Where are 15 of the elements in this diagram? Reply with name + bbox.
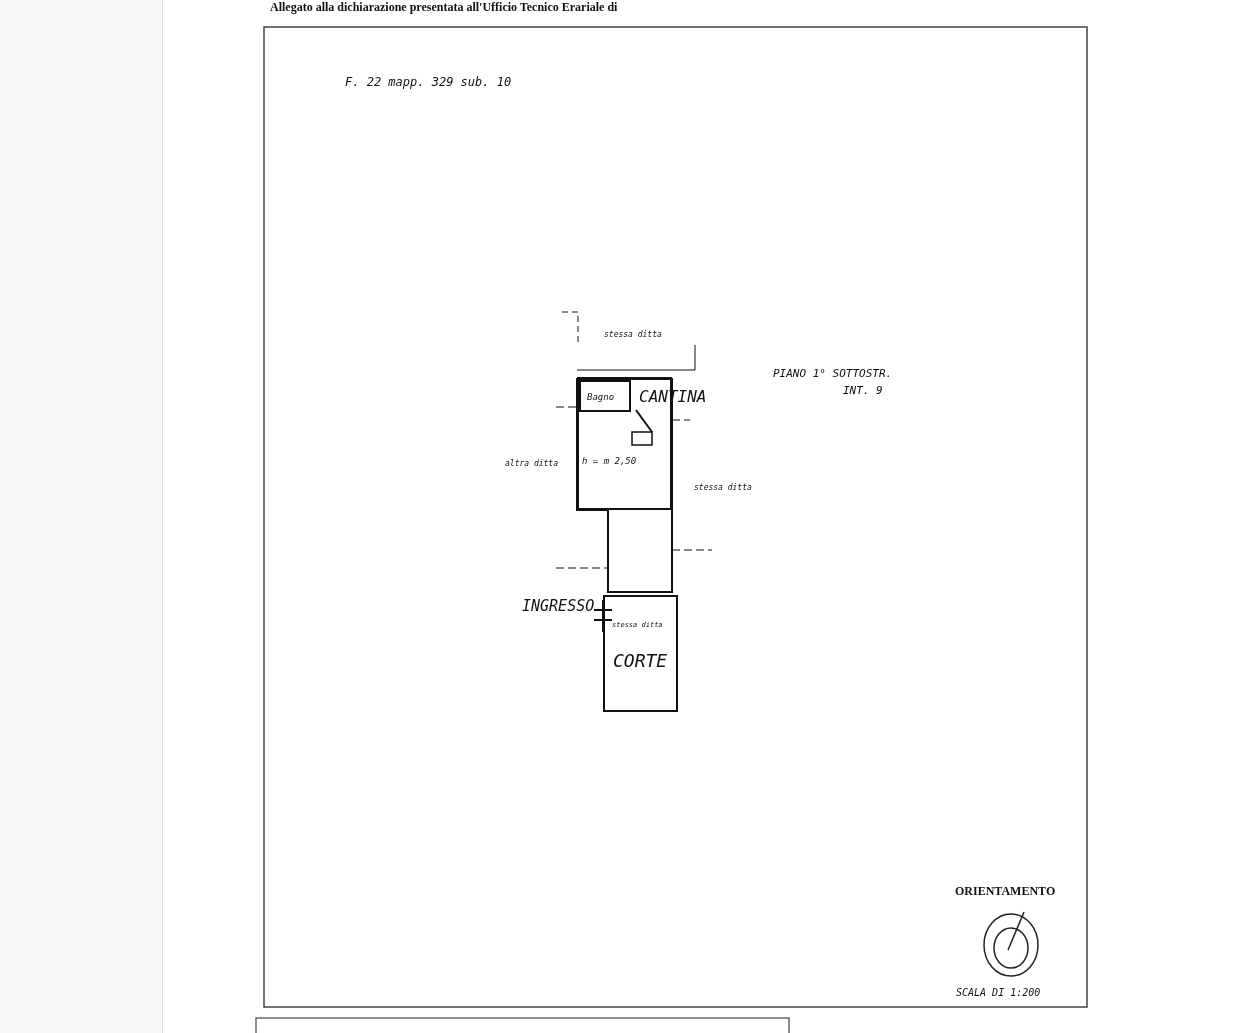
entrance-label: INGRESSO xyxy=(522,598,595,616)
bathroom-room xyxy=(579,380,631,412)
courtyard-area xyxy=(603,595,678,712)
orientation-title: ORIENTAMENTO xyxy=(955,885,1056,899)
height-note: h = m 2,50 xyxy=(582,456,637,467)
neighbour-note: altra ditta xyxy=(505,459,558,469)
room-label: CORTE xyxy=(613,651,668,672)
scale-note: SCALA DI 1:200 xyxy=(956,987,1041,999)
neighbour-note: stessa ditta xyxy=(604,330,662,340)
floor-label: PIANO 1° SOTTOSTR. xyxy=(773,368,893,381)
room-label: Bagno xyxy=(587,392,615,403)
header-text: Allegato alla dichiarazione presentata all'Ufficio Tecnico Erariale di xyxy=(270,1,618,15)
reference-text: F. 22 mapp. 329 sub. 10 xyxy=(345,76,512,90)
neighbour-note: stessa ditta xyxy=(694,483,752,493)
unit-number: INT. 9 xyxy=(843,385,883,398)
